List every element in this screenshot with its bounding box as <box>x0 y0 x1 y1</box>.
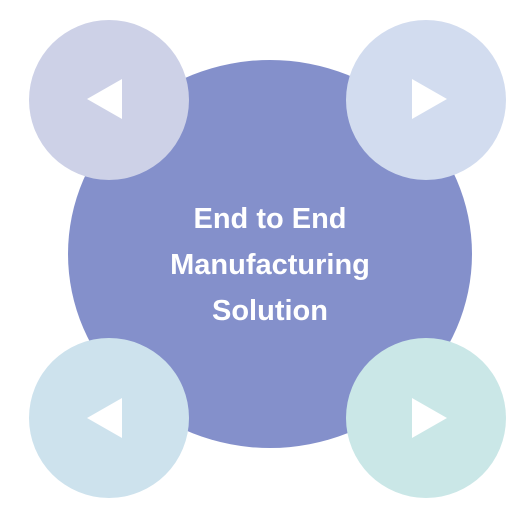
center-label-line-1: End to End <box>193 203 347 235</box>
node-top-right <box>346 20 506 180</box>
node-bottom-right <box>346 338 506 498</box>
play-right-icon <box>412 398 447 438</box>
node-top-left <box>29 20 189 180</box>
center-label-line-3: Solution <box>212 295 328 327</box>
play-right-icon <box>412 79 447 119</box>
node-bottom-left <box>29 338 189 498</box>
play-left-icon <box>87 398 122 438</box>
center-label: End to End Manufacturing Solution <box>140 196 400 334</box>
play-left-icon <box>87 79 122 119</box>
center-label-line-2: Manufacturing <box>170 249 370 281</box>
